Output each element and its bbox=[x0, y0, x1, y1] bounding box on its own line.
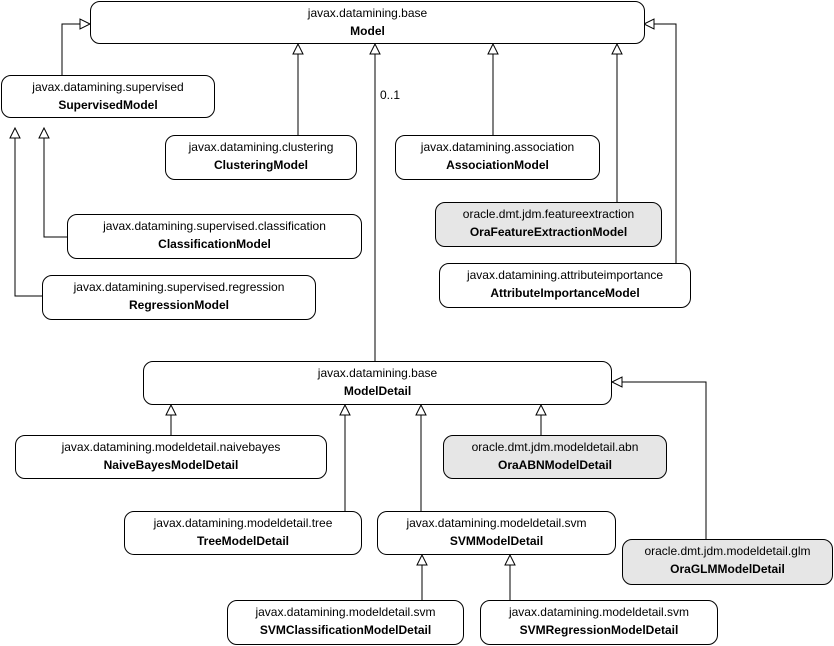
class-name: SVMClassificationModelDetail bbox=[259, 623, 432, 637]
package-name: javax.datamining.base bbox=[317, 366, 438, 380]
class-name: Model bbox=[350, 24, 385, 38]
multiplicity-label: 0..1 bbox=[380, 88, 401, 102]
package-name: javax.datamining.supervised bbox=[32, 80, 184, 94]
class-name: OraABNModelDetail bbox=[497, 458, 613, 472]
class-name: AttributeImportanceModel bbox=[490, 286, 640, 300]
package-name: oracle.dmt.jdm.modeldetail.glm bbox=[644, 544, 811, 558]
arrowhead bbox=[416, 553, 428, 566]
class-clustering-model[interactable]: javax.datamining.clustering ClusteringMo… bbox=[165, 135, 357, 180]
class-name: OraFeatureExtractionModel bbox=[469, 225, 628, 239]
package-name: javax.datamining.supervised.classificati… bbox=[103, 219, 326, 233]
package-name: javax.datamining.clustering bbox=[188, 140, 334, 154]
class-model[interactable]: javax.datamining.base Model bbox=[90, 1, 645, 44]
edge-supervised-to-model bbox=[61, 23, 80, 75]
arrowhead bbox=[415, 403, 427, 416]
arrowhead bbox=[487, 42, 499, 55]
class-name: RegressionModel bbox=[128, 298, 230, 312]
package-name: javax.datamining.modeldetail.tree bbox=[153, 516, 333, 530]
edge-attributeimportance-to-model bbox=[654, 23, 677, 263]
class-svm-regression-model-detail[interactable]: javax.datamining.modeldetail.svm SVMRegr… bbox=[480, 600, 718, 645]
class-name: OraGLMModelDetail bbox=[670, 562, 785, 576]
class-name: TreeModelDetail bbox=[196, 534, 290, 548]
class-regression-model[interactable]: javax.datamining.supervised.regression R… bbox=[42, 275, 316, 320]
class-svm-model-detail[interactable]: javax.datamining.modeldetail.svm SVMMode… bbox=[377, 511, 616, 555]
class-association-model[interactable]: javax.datamining.association Association… bbox=[395, 135, 600, 180]
class-naive-bayes-model-detail[interactable]: javax.datamining.modeldetail.naivebayes … bbox=[15, 435, 327, 479]
class-name: ClusteringModel bbox=[213, 158, 308, 172]
package-name: javax.datamining.base bbox=[307, 6, 428, 20]
arrowhead bbox=[339, 403, 351, 416]
package-name: javax.datamining.modeldetail.svm bbox=[406, 516, 587, 530]
class-ora-feature-extraction-model[interactable]: oracle.dmt.jdm.featureextraction OraFeat… bbox=[435, 202, 662, 247]
edge-classification-to-supervised bbox=[43, 138, 67, 238]
arrowhead bbox=[9, 126, 21, 139]
class-name: SupervisedModel bbox=[58, 98, 158, 112]
package-name: javax.datamining.supervised.regression bbox=[73, 280, 285, 294]
package-name: javax.datamining.association bbox=[420, 140, 575, 154]
class-name: SVMRegressionModelDetail bbox=[519, 623, 679, 637]
class-name: SVMModelDetail bbox=[449, 534, 544, 548]
arrowhead bbox=[504, 553, 516, 566]
arrowhead bbox=[38, 126, 50, 139]
class-model-detail[interactable]: javax.datamining.base ModelDetail bbox=[143, 361, 612, 405]
package-name: oracle.dmt.jdm.modeldetail.abn bbox=[471, 440, 639, 454]
package-name: javax.datamining.modeldetail.naivebayes bbox=[61, 440, 281, 454]
package-name: javax.datamining.attributeimportance bbox=[466, 268, 664, 282]
package-name: javax.datamining.modeldetail.svm bbox=[508, 605, 690, 619]
class-name: ModelDetail bbox=[343, 384, 412, 398]
arrowhead bbox=[610, 376, 623, 388]
class-ora-glm-model-detail[interactable]: oracle.dmt.jdm.modeldetail.glm OraGLMMod… bbox=[622, 539, 833, 585]
class-attribute-importance-model[interactable]: javax.datamining.attributeimportance Att… bbox=[439, 263, 691, 308]
class-ora-abn-model-detail[interactable]: oracle.dmt.jdm.modeldetail.abn OraABNMod… bbox=[443, 435, 667, 479]
arrowhead bbox=[369, 42, 381, 55]
arrowhead bbox=[165, 403, 177, 416]
arrowhead bbox=[292, 42, 304, 55]
package-name: javax.datamining.modeldetail.svm bbox=[255, 605, 436, 619]
class-svm-classification-model-detail[interactable]: javax.datamining.modeldetail.svm SVMClas… bbox=[227, 600, 464, 645]
class-name: ClassificationModel bbox=[158, 237, 271, 251]
package-name: oracle.dmt.jdm.featureextraction bbox=[462, 207, 635, 221]
arrowhead bbox=[535, 403, 547, 416]
arrowhead bbox=[611, 42, 623, 55]
edge-glm-to-modeldetail bbox=[622, 381, 707, 539]
class-name: NaiveBayesModelDetail bbox=[103, 458, 239, 472]
class-tree-model-detail[interactable]: javax.datamining.modeldetail.tree TreeMo… bbox=[124, 511, 362, 555]
arrowhead bbox=[79, 18, 92, 30]
arrowhead bbox=[642, 18, 655, 30]
class-classification-model[interactable]: javax.datamining.supervised.classificati… bbox=[67, 214, 362, 259]
edge-regression-to-supervised bbox=[14, 138, 42, 297]
class-name: AssociationModel bbox=[446, 158, 549, 172]
class-supervised-model[interactable]: javax.datamining.supervised SupervisedMo… bbox=[1, 75, 215, 118]
